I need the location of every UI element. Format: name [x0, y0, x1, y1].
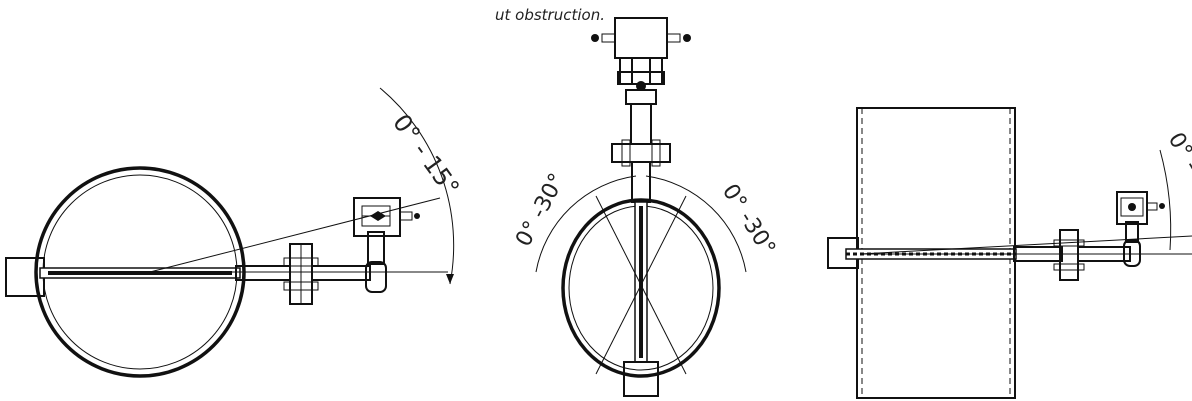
pipe-circle [561, 198, 721, 378]
elbow [1123, 239, 1141, 267]
figure-1-end-view: 0° - 15° [5, 87, 465, 378]
figure-3-top-view: 0° - 4 [827, 107, 1192, 399]
angle-arc [1159, 149, 1172, 251]
end-cap [623, 361, 659, 397]
stem-outer [311, 265, 371, 281]
angle-label: 0° - 15° [387, 109, 465, 201]
angle-label-left: 0° -30° [511, 169, 570, 250]
flange [611, 143, 671, 163]
angle-label-right: 0° -30° [717, 180, 780, 260]
angle-line-right [595, 195, 687, 375]
stem [630, 103, 652, 145]
angle-arc [379, 87, 455, 285]
caption-text: ut obstruction. [495, 6, 605, 24]
tilt-line [859, 235, 1192, 255]
angle-arc-right [645, 175, 747, 273]
figure-2-front-view: ut obstruction. 0° -30° [495, 6, 780, 397]
angle-arc-left [535, 175, 637, 273]
transmitter-head [614, 17, 668, 59]
tilt-line [149, 197, 441, 273]
elbow [365, 261, 387, 293]
